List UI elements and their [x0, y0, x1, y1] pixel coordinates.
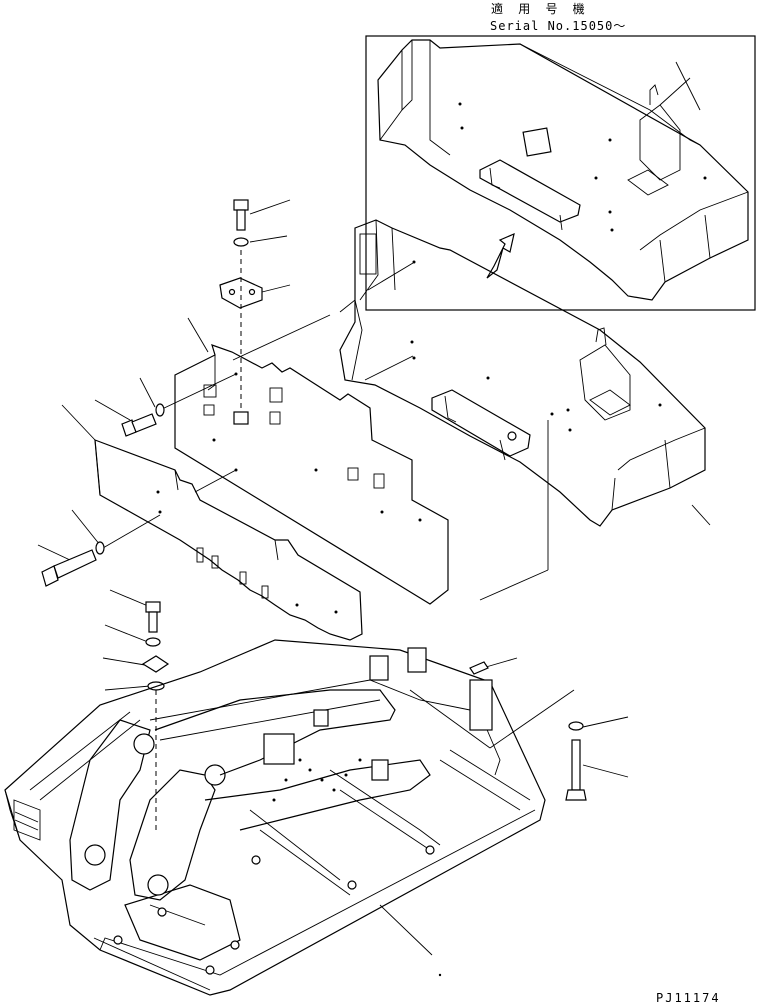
serial-number-note: Serial No.15050～	[490, 19, 627, 33]
bolt-lower-left	[145, 601, 161, 633]
arrow-to-inset	[486, 232, 515, 279]
side-fasteners	[41, 403, 587, 830]
bolt-rear-panel	[121, 413, 157, 437]
rear-panel	[174, 344, 449, 605]
applicable-serial-title: 適 用 号 機	[491, 2, 589, 16]
clip-right	[469, 661, 489, 675]
upper-bracket-fasteners	[219, 199, 263, 425]
washer-rear-panel	[155, 403, 165, 417]
frame-box	[263, 733, 295, 765]
clip-nut	[233, 411, 249, 425]
revolving-frame	[4, 639, 546, 996]
main-cover-assembly	[339, 219, 706, 527]
frame-mount-c	[469, 679, 493, 731]
frame-mount-a	[369, 655, 389, 681]
bolt-top	[233, 199, 249, 231]
front-panel	[94, 439, 363, 641]
frame-mount-e	[313, 709, 329, 727]
washer-top	[233, 237, 249, 247]
frame-mount-d	[371, 759, 389, 781]
frame-mount-b	[407, 647, 427, 673]
washer-front-panel	[95, 541, 105, 555]
bolt-right	[565, 721, 587, 801]
mounting-bracket	[219, 277, 263, 309]
drawing-code: PJ11174	[656, 991, 721, 1005]
inset-frame	[365, 35, 756, 311]
bolt-front-panel-long	[41, 549, 97, 587]
plate-lower-left	[141, 655, 170, 673]
inset-variant-view	[365, 35, 756, 311]
inset-cover-assembly	[377, 39, 749, 301]
washer-lower-left	[145, 637, 161, 647]
leader-lines	[37, 77, 711, 956]
